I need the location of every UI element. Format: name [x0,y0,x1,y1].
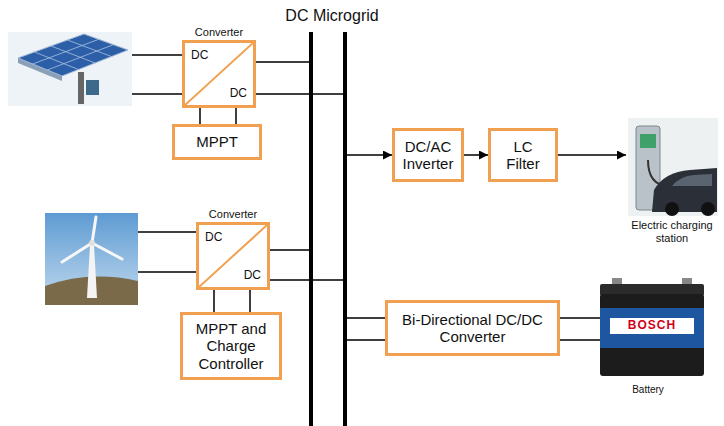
port-label: DC [191,48,208,62]
solar-panel [8,32,132,106]
port-label: DC [244,268,261,282]
process-box: MPPT and Charge Controller [180,312,282,380]
process-box: Bi-Directional DC/DC Converter [385,300,560,356]
box-heading: Converter [171,26,267,38]
wire [560,339,600,341]
wire [214,290,250,312]
box-label: LC Filter [495,138,551,173]
wire [256,62,343,94]
wire [132,54,182,56]
wire [138,231,196,233]
charging-station [628,118,718,216]
box-heading: Converter [185,208,281,220]
bus-bar: DC Microgrid [309,32,347,426]
wire [560,317,600,319]
flow-arrow [464,154,488,156]
box-label: MPPT [179,133,255,150]
wire [132,93,182,95]
box-label: Bi-Directional DC/DC Converter [392,311,553,346]
battery [600,278,704,376]
converter-box: ConverterDCDC [196,222,270,290]
flow-arrow [347,154,392,156]
wind-turbine [45,213,138,305]
box-label: DC/AC Inverter [399,138,457,173]
wire [200,108,236,124]
device-label: Battery [618,384,678,396]
output-arrow [558,154,626,156]
brand-text: BOSCH [610,318,694,334]
process-box: DC/AC Inverter [392,128,464,182]
converter-box: ConverterDCDC [182,40,256,108]
process-box: LC Filter [488,128,558,182]
wire [347,318,385,340]
process-box: MPPT [172,124,262,160]
box-label: MPPT and Charge Controller [187,320,275,372]
port-label: DC [230,86,247,100]
wire [270,250,343,280]
port-label: DC [205,230,222,244]
bus-title: DC Microgrid [263,7,401,25]
wire [138,271,196,273]
device-label: Electric charging station [624,219,720,244]
